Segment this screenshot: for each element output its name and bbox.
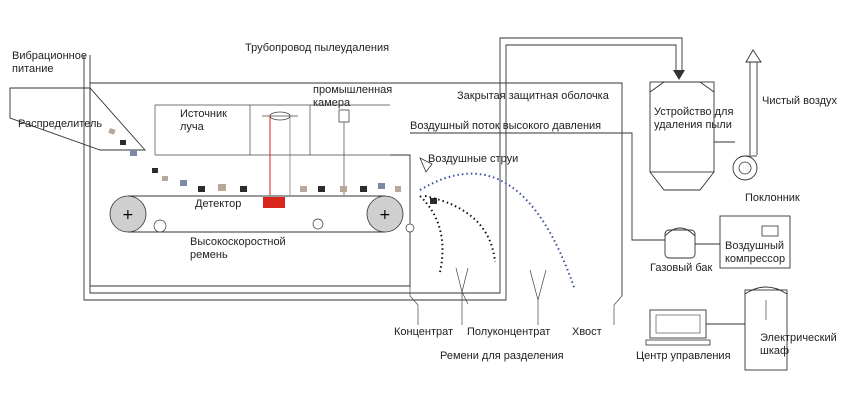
label-control-center: Центр управления — [636, 350, 731, 362]
roller-left — [109, 195, 147, 233]
label-semi-concentrate: Полуконцентрат — [467, 326, 551, 338]
label-enclosure: Закрытая защитная оболочка — [457, 90, 609, 102]
label-clean-air: Чистый воздух — [762, 95, 838, 107]
label-distributor: Распределитель — [18, 118, 103, 130]
trajectory-concentrate — [419, 195, 444, 273]
roller-right — [366, 195, 404, 233]
label-industrial-camera: промышленная камера — [313, 84, 393, 109]
label-vibro-feed: Вибрационное питание — [12, 50, 87, 75]
label-electric-cabinet: Электрический шкаф — [760, 332, 837, 357]
idler-mid — [312, 218, 324, 230]
body-right — [390, 154, 411, 245]
label-belt: Высокоскоростной ремень — [190, 236, 286, 261]
separation-bins — [409, 267, 623, 325]
label-detector: Детектор — [195, 198, 242, 210]
label-concentrate: Концентрат — [394, 326, 454, 338]
label-compressor: Воздушный компрессор — [725, 240, 786, 265]
label-pipeline: Трубопровод пылеудаления — [245, 42, 390, 54]
svg-text:+: + — [122, 207, 134, 223]
camera-icon — [338, 109, 350, 123]
label-gas-tank: Газовый бак — [650, 262, 713, 274]
air-jet-nozzle-icon — [419, 157, 433, 173]
label-tail: Хвост — [572, 326, 602, 338]
label-fan: Поклонник — [745, 192, 800, 204]
label-beam-source: Источник луча — [180, 108, 227, 133]
main-body — [89, 150, 411, 287]
beam-lamp-icon — [262, 111, 298, 195]
trajectory-semi — [424, 195, 496, 263]
trajectory-tail — [419, 172, 576, 291]
electric-cabinet-icon — [744, 286, 788, 371]
distributor-hopper — [9, 87, 147, 151]
compressor-box — [719, 215, 791, 269]
clean-air-arrow — [745, 49, 762, 63]
label-hp-airflow: Воздушный поток высокого давления — [410, 120, 602, 132]
gas-tank-icon — [664, 227, 696, 259]
fan-icon — [732, 155, 758, 181]
dust-pipeline-inner — [83, 44, 677, 301]
computer-icon — [645, 309, 711, 346]
pipeline-arrow — [673, 70, 685, 80]
ore-particles — [108, 127, 437, 204]
enclosure-top — [90, 82, 623, 296]
label-separation-belts: Ремени для разделения — [440, 350, 564, 362]
dust-removal-device — [649, 81, 715, 191]
dust-pipeline — [89, 37, 683, 294]
compressor-panel — [761, 225, 779, 237]
svg-text:+: + — [379, 207, 391, 223]
idler-left — [153, 219, 167, 233]
idler-right — [405, 223, 415, 233]
hp-airflow-pipe — [410, 132, 665, 241]
label-dust-remover: Устройство для удаления пыли — [654, 106, 734, 131]
detector-icon — [263, 197, 285, 208]
label-air-jets: Воздушные струи — [428, 153, 519, 165]
